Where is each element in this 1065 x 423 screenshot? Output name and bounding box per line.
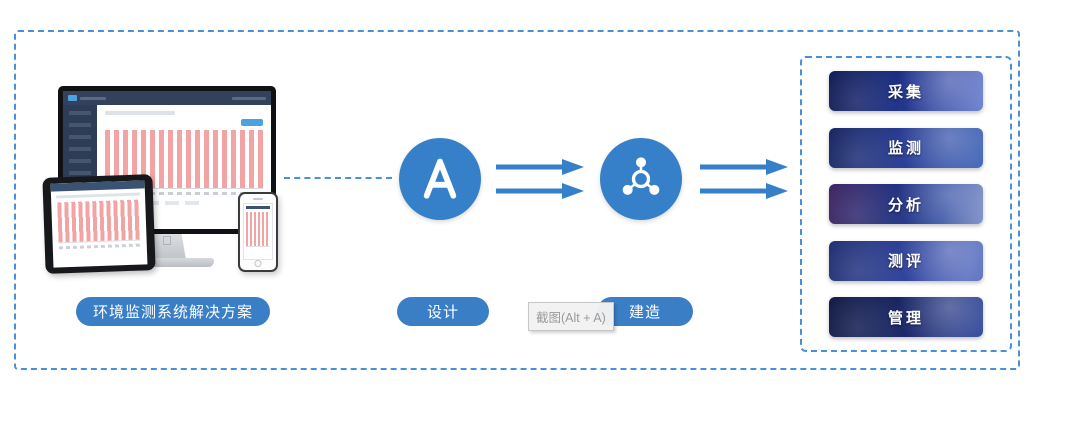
- build-step-circle: [600, 138, 682, 220]
- design-a-icon: [423, 158, 457, 199]
- module-banner-analysis: 分析: [829, 184, 983, 224]
- network-hub-icon: [622, 157, 660, 195]
- modules-box: 采集 监测 分析 测评 管理: [800, 56, 1012, 352]
- tablet-dashboard-topbar: [50, 180, 145, 192]
- dashed-connector-line: [284, 177, 392, 179]
- module-label: 分析: [887, 196, 924, 214]
- design-step-pill: 设计: [397, 297, 489, 326]
- dashboard-breadcrumb-placeholder: [105, 111, 175, 115]
- phone-speaker: [253, 198, 263, 200]
- dashboard-title-placeholder: [80, 96, 106, 100]
- screenshot-tooltip: 截图(Alt + A): [528, 302, 614, 331]
- apple-logo-icon: : [162, 233, 172, 248]
- diagram-dashed-frame: [14, 30, 1020, 370]
- module-label: 管理: [887, 309, 924, 327]
- phone-dashboard-topbar: [246, 206, 270, 209]
- tablet-bar-chart: [57, 199, 141, 244]
- dashboard-axis-labels: [105, 192, 263, 195]
- solution-title-pill: 环境监测系统解决方案: [76, 297, 270, 326]
- module-banner-management: 管理: [829, 297, 983, 337]
- tablet-device: [42, 174, 156, 274]
- dashboard-button-placeholder: [241, 119, 263, 126]
- tablet-menu-row: [55, 192, 141, 199]
- phone-home-button: [254, 260, 262, 267]
- phone-device: [238, 192, 278, 272]
- imac-stand-base: [120, 258, 214, 267]
- phone-bar-chart: [246, 212, 270, 247]
- phone-screen: [243, 203, 273, 260]
- module-label: 采集: [887, 83, 924, 101]
- dashboard-logo-icon: [68, 95, 77, 101]
- module-label: 测评: [887, 253, 924, 270]
- module-banner-collection: 采集: [829, 71, 983, 111]
- module-banner-evaluation: 测评: [829, 240, 983, 281]
- module-banner-monitoring: 监测: [829, 127, 983, 168]
- double-arrow-icon: [496, 159, 584, 199]
- dashboard-topbar: [63, 91, 271, 105]
- tablet-axis-labels: [58, 243, 141, 250]
- dashboard-usermenu-placeholder: [232, 96, 266, 100]
- design-step-circle: [399, 138, 481, 220]
- double-arrow-icon: [700, 159, 788, 199]
- tablet-screen: [50, 180, 148, 268]
- module-label: 监测: [887, 140, 924, 157]
